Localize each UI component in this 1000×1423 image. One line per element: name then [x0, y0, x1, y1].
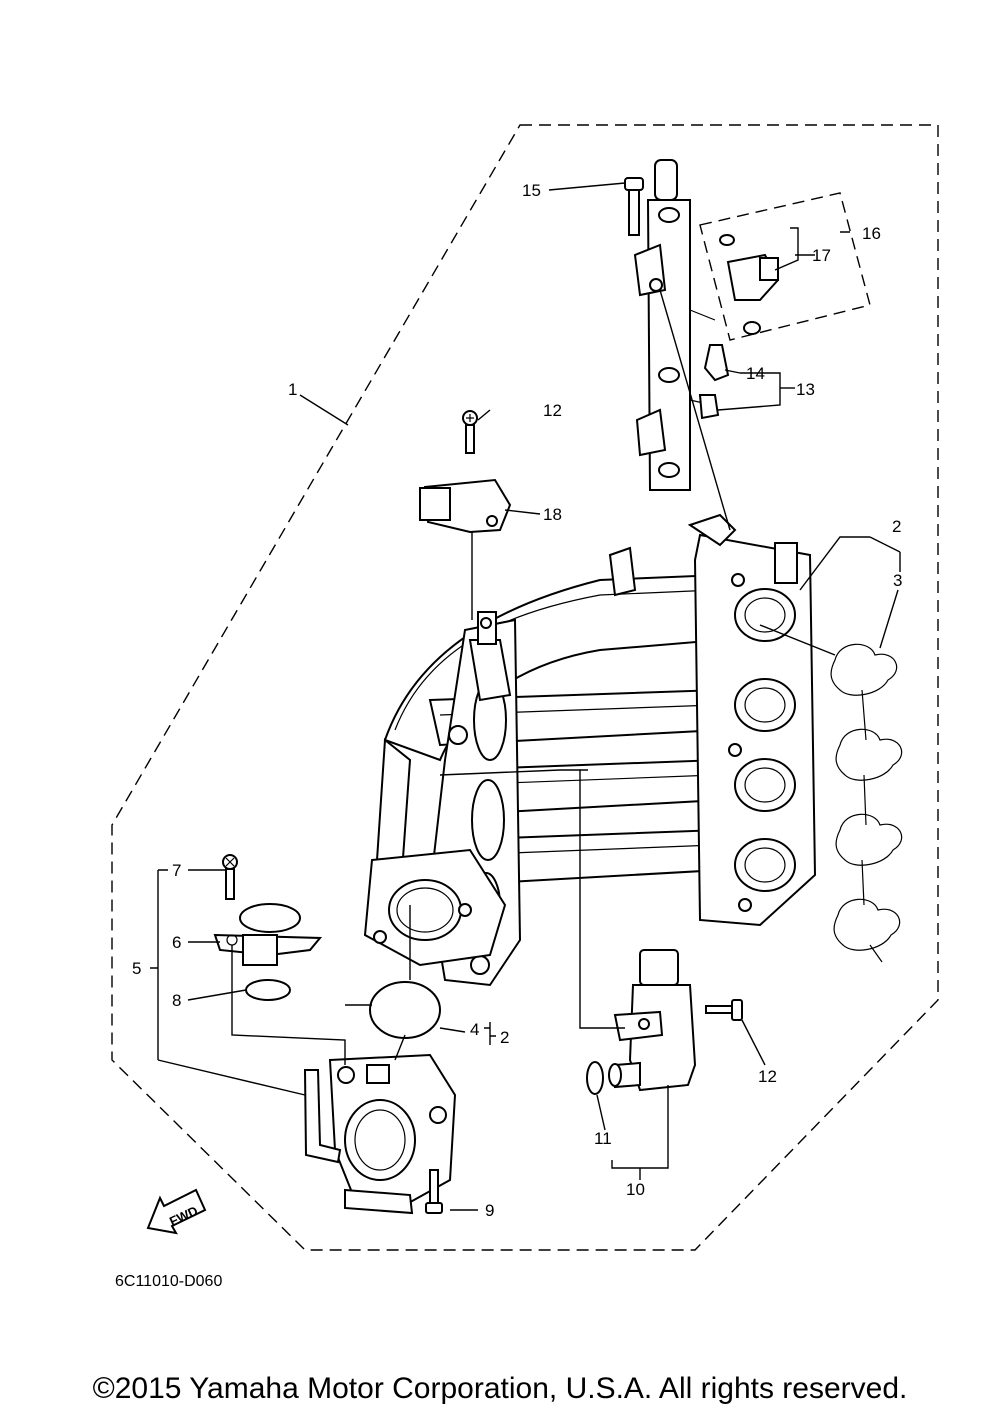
throttle-position-sensor [213, 854, 323, 966]
forward-arrow-icon: FWD [146, 1188, 207, 1235]
callout-17: 17 [812, 246, 831, 265]
callout-1: 1 [288, 380, 297, 399]
callout-2-lower: 2 [500, 1028, 509, 1047]
callout-16: 16 [862, 224, 881, 243]
intake-manifold-exploded-diagram: 1 2 3 4 2 5 6 7 8 9 10 11 12 12 13 14 15… [111, 124, 939, 1290]
bolt-15 [624, 177, 644, 236]
callout-6: 6 [172, 933, 181, 952]
callout-9: 9 [485, 1201, 494, 1220]
bolt-12-iacv [705, 999, 743, 1021]
callout-7: 7 [172, 861, 181, 880]
callout-18: 18 [543, 505, 562, 524]
callout-2-upper: 2 [892, 517, 901, 536]
callout-15: 15 [522, 181, 541, 200]
fuel-clip [698, 344, 730, 420]
callout-8: 8 [172, 991, 181, 1010]
callout-11: 11 [594, 1129, 612, 1148]
callout-10: 10 [626, 1180, 645, 1199]
bolt-9 [425, 1169, 443, 1214]
callout-12-top: 12 [543, 401, 562, 420]
o-ring-8 [245, 979, 291, 1001]
map-sensor [419, 410, 512, 534]
leader-lines [150, 182, 901, 1211]
throttle-body-gasket [345, 981, 441, 1039]
injector-kit-outline [699, 192, 871, 341]
intake-manifold [363, 513, 817, 987]
callout-12-bottom: 12 [758, 1067, 777, 1086]
intake-gasket [830, 643, 903, 963]
callout-4: 4 [470, 1020, 479, 1039]
callout-5: 5 [132, 959, 141, 978]
throttle-body [303, 1053, 457, 1215]
callout-13: 13 [796, 380, 815, 399]
diagram-code: 6C11010-D060 [115, 1273, 222, 1290]
callout-3: 3 [893, 571, 902, 590]
callout-14: 14 [746, 364, 765, 383]
fuel-injector [719, 234, 780, 335]
idle-air-control-valve [586, 949, 697, 1095]
fuel-rail [633, 159, 716, 491]
assembly-outline-dashed [111, 124, 939, 1251]
copyright-notice: ©2015 Yamaha Motor Corporation, U.S.A. A… [92, 1372, 908, 1405]
